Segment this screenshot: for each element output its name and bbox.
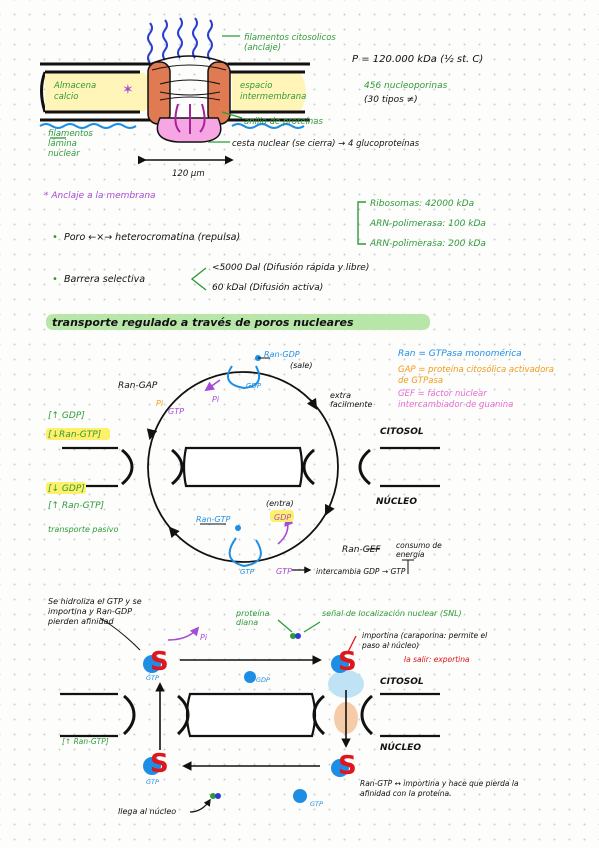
exchange-note: intercambia GDP → GTP — [316, 567, 406, 576]
svg-text:S: S — [150, 647, 169, 677]
gtp-import-1: GTP — [146, 674, 159, 682]
bullet-1: • — [52, 232, 58, 243]
section-title: transporte regulado a través de poros nu… — [52, 316, 354, 329]
exit-note: (sale) — [290, 361, 312, 370]
nls-label: señal de localización nuclear (SNL) — [322, 608, 462, 618]
exportin-note: la salir: exportina — [404, 655, 470, 664]
ran-gap-label: Ran-GAP — [118, 381, 158, 391]
ran-gtp-label: Ran-GTP — [196, 515, 231, 524]
svg-text:S: S — [150, 749, 169, 779]
purple-star-icon: ✶ — [122, 82, 134, 98]
ran-gdp-top: Ran-GDP — [264, 350, 300, 359]
molecular-weight: P = 120.000 kDa (½ st. C) — [352, 53, 483, 65]
pi-top: Pi — [212, 395, 220, 404]
cargo-complex-top-left: S — [143, 647, 169, 677]
list-item-heterochromatin: Poro ←×→ heterocromatina (repulsa) — [64, 232, 240, 243]
cargo-complex-top-right: S — [331, 647, 357, 677]
arrival-note: llega al núcleo — [118, 807, 176, 816]
barrier-small: <5000 Dal (Difusión rápida y libre) — [212, 262, 369, 273]
nuclear-pore-schematic: ✶ — [39, 17, 310, 165]
list-item-barrier: Barrera selectiva — [64, 274, 145, 285]
cytoplasmic-filaments — [147, 17, 213, 64]
passive-transport-note: transporte pasivo — [48, 525, 119, 534]
nucleus-gdp-low: [↓ GDP] — [48, 484, 85, 494]
gtp-top: GTP — [168, 407, 184, 416]
nucleus-rangtp-high: [↑ Ran-GTP] — [48, 501, 105, 511]
import-citosol-label: CITOSOL — [380, 677, 424, 687]
nucleoporin-count: 456 nucleoporinas — [364, 81, 448, 91]
pi-star-1: Pi — [156, 399, 164, 408]
import-nucleo-label: NÚCLEO — [380, 741, 421, 753]
nucleoporin-types: (30 tipos ≠) — [364, 95, 418, 105]
nucleo-label: NÚCLEO — [376, 495, 417, 507]
pore-leader-lines — [50, 35, 243, 143]
polymerase-2-size: ARN-polimerasa: 200 kDa — [369, 239, 486, 249]
section-title-highlight — [46, 314, 430, 330]
import-cycle-diagram: S S S S — [60, 617, 440, 813]
gtp-import-2: GTP — [146, 778, 159, 786]
gdp-bottom: GDP — [274, 513, 291, 522]
anchoring-note: * Anclaje a la membrana — [44, 191, 156, 201]
bullet-2: • — [52, 274, 58, 285]
gtp-bottom: GTP — [240, 568, 255, 576]
cargo-complex-bottom-right: S — [331, 751, 357, 781]
gdp-top: GDP — [246, 382, 262, 390]
enters-note: (entra) — [266, 499, 294, 508]
cytosol-gdp-high: [↑ GDP] — [48, 411, 85, 421]
cargo-complex-bottom-left: S — [143, 749, 169, 779]
scale-label: 120 µm — [172, 169, 205, 179]
ribosomes-size: Ribosomas: 42000 kDa — [370, 199, 474, 209]
barrier-large: 60 kDal (Difusión activa) — [212, 282, 323, 293]
legend-ran: Ran = GTPasa monomérica — [398, 348, 522, 359]
gtp-bottom-2: GTP — [276, 567, 292, 576]
release-note: Ran-GTP ↔ importina y hace que pierda la… — [360, 779, 519, 798]
gtp-import-3: GTP — [310, 800, 323, 808]
filaments-label: filamentos citosolicos(anclaje) — [244, 33, 336, 53]
import-rangtp-high: [↑ Ran-GTP] — [62, 737, 109, 746]
svg-text:S: S — [338, 751, 357, 781]
ring-label: anillo de proteínas — [244, 117, 324, 127]
polymerase-1-size: ARN-polimerasa: 100 kDa — [369, 219, 486, 229]
svg-text:S: S — [338, 647, 357, 677]
ran-gef-label: Ran-GEF — [342, 545, 381, 555]
ran-cycle-diagram — [46, 355, 440, 574]
cytosol-rangtp-low: [↓Ran-GTP] — [48, 430, 102, 440]
pi-import: Pi — [200, 633, 208, 642]
basket-label: cesta nuclear (se cierra) → 4 glucoprote… — [232, 139, 420, 149]
gdp-import: GDP — [256, 676, 270, 684]
citosol-label: CITOSOL — [380, 427, 424, 437]
